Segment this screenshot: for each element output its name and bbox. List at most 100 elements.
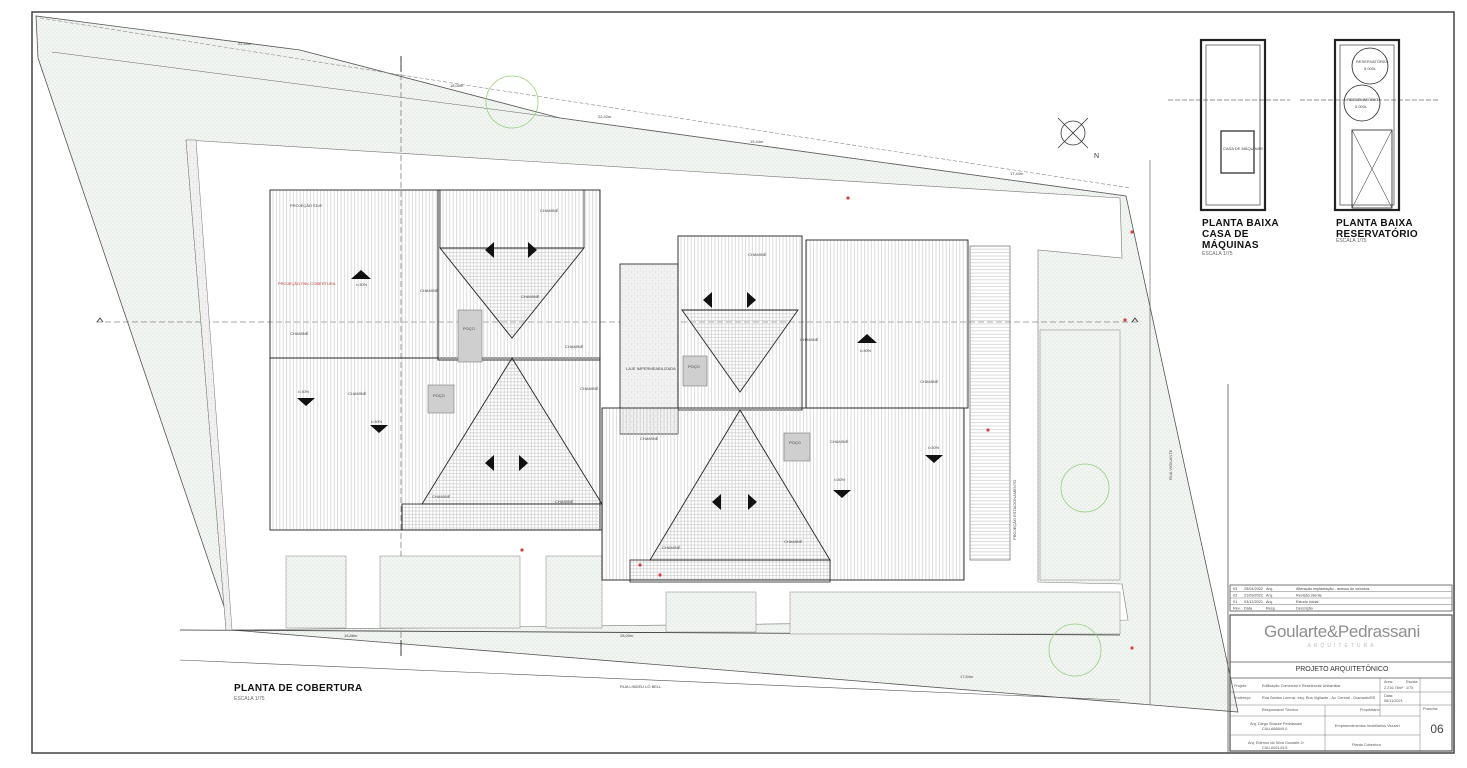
project-type-label: PROJETO ARQUITETÔNICO [1295, 666, 1389, 673]
label-chamine-6: CHAMINÉ [348, 391, 367, 396]
label-chamine-16: CHAMINÉ [784, 539, 803, 544]
date-value: 08/11/2021 [1384, 699, 1403, 703]
dim-top-3: 22,42m [598, 114, 612, 119]
main-drawing-scale: ESCALA 1/75 [234, 696, 265, 702]
address-value: Rua Santos Lorenzi, esq. Rua Vigilante -… [1262, 696, 1376, 700]
revisions-table: 03 25/04/2022 Arq. Alteração implantação… [1233, 587, 1369, 611]
project-label: Projeto: [1234, 684, 1247, 688]
parking-pad-1 [285, 555, 347, 629]
roof-labels: CHAMINÉ CHAMINÉ CHAMINÉ CHAMINÉ CHAMINÉ … [238, 41, 1387, 689]
north-symbol [1057, 117, 1089, 149]
trees [485, 75, 1110, 677]
label-slope-4: i=30% [860, 348, 872, 353]
roof-block-left [269, 189, 603, 531]
property-line-top [39, 17, 1131, 189]
rev-row-0-date: 25/04/2022 [1244, 587, 1263, 591]
title-block-frame [1227, 384, 1453, 753]
label-poco-2: POÇO [433, 393, 445, 398]
label-chamine-9: CHAMINÉ [555, 499, 574, 504]
dim-bottom-2: 28,00m [620, 633, 634, 638]
casa-maquinas-title: PLANTA BAIXA CASA DE MÁQUINAS [1202, 218, 1279, 251]
label-laje: LAJE IMPERMEABILIZADA [626, 366, 676, 371]
label-chamine-8: CHAMINÉ [432, 494, 451, 499]
label-street-bottom: RUA LINDEU LÓ BELL [620, 684, 662, 689]
reservatorio-title: PLANTA BAIXA RESERVATÓRIO [1336, 218, 1418, 240]
sheet-number: 06 [1430, 722, 1444, 736]
label-chamine-14: CHAMINÉ [640, 436, 659, 441]
rev-row-2-date: 03/12/2021 [1244, 600, 1263, 604]
label-street-right: RUA VIGILANTE [1168, 449, 1173, 480]
date-label: Data: [1384, 694, 1393, 698]
rev-row-3-rev: Rev. [1233, 607, 1241, 611]
label-chamine-5: CHAMINÉ [565, 344, 584, 349]
casa-maquinas-plan [1168, 38, 1290, 212]
section-markers [96, 56, 1139, 656]
owner-label: Proprietário [1360, 708, 1380, 712]
label-chamine-1: CHAMINÉ [540, 208, 559, 213]
dim-top-1: 22,40m [238, 41, 252, 46]
title-block-info: Projeto: Edificação Comercial e Residenc… [1234, 680, 1438, 750]
firm-logo-subtitle: ARQUITETURA [1307, 643, 1377, 649]
owner-name: Empreendimentos Imobiliários Vezzari [1335, 724, 1400, 728]
label-chamine-10: CHAMINÉ [748, 252, 767, 257]
label-poco-4: POÇO [789, 440, 801, 445]
dim-bottom-1: 18,88m [344, 633, 358, 638]
prancha-label: Prancha: [1423, 707, 1438, 711]
reservatorio-title-line-2: RESERVATÓRIO [1336, 229, 1418, 240]
casa-maquinas-title-line-2: CASA DE [1202, 229, 1249, 240]
rev-row-1-by: Arq. [1266, 594, 1273, 598]
label-slope-3: i=30% [371, 419, 383, 424]
rev-row-3-desc: Descrição [1296, 607, 1313, 611]
label-chamine-7: CHAMINÉ [580, 386, 599, 391]
casa-maquinas-scale: ESCALA 1/75 [1202, 251, 1233, 257]
label-chamine-3: CHAMINÉ [420, 288, 439, 293]
cau-1: CAU A86849-0 [1262, 727, 1287, 731]
label-casa-maquinas: CASA DE MÁQUINAS [1223, 146, 1263, 151]
label-chamine-12: CHAMINÉ [920, 379, 939, 384]
label-reservatorio-2: RESERVATÓRIO [1347, 97, 1378, 102]
right-garden [1039, 329, 1121, 581]
poco-box-4 [783, 432, 811, 462]
label-poco-3: POÇO [688, 364, 700, 369]
area-value: 2.216,78m² [1384, 686, 1404, 690]
parking-pad-2 [379, 555, 521, 629]
label-chamine-11: CHAMINÉ [800, 337, 819, 342]
rev-row-0-desc: Alteração implantação - acesso de veícul… [1296, 587, 1369, 591]
reservatorio-plan [1300, 38, 1440, 212]
casa-maquinas-title-line-1: PLANTA BAIXA [1202, 218, 1279, 229]
sheet-border [31, 11, 1455, 754]
label-projecao-edif: PROJEÇÃO EDIF. [290, 203, 323, 208]
rev-row-1-desc: Revisão cliente [1296, 594, 1322, 598]
parking-pad-4 [665, 591, 757, 633]
poco-box-2 [427, 384, 455, 414]
parking-pad-3 [545, 555, 603, 629]
poco-box-3 [682, 355, 708, 387]
label-reservatorio-1: RESERVATÓRIO [1356, 59, 1387, 64]
level-marks [520, 196, 1134, 650]
responsible-label: Responsável Técnico [1262, 708, 1298, 712]
rev-row-1-rev: 02 [1233, 594, 1237, 598]
property-line-top-2 [51, 51, 1127, 197]
street-line-bottom-2 [179, 659, 1121, 701]
label-slope-2: i=30% [298, 389, 310, 394]
label-reservatorio-vol-2: 5.000L [1355, 104, 1368, 109]
firm-logo: Goularte&Pedrassani ARQUITETURA [1232, 622, 1452, 649]
label-slope-5: i=30% [928, 445, 940, 450]
architect-1: Arq. Diego Stracke Pedrassani [1250, 722, 1302, 726]
rev-row-1-date: 21/03/2022 [1244, 594, 1263, 598]
dim-top-2: 18,00m [450, 83, 464, 88]
rev-row-2-rev: 01 [1233, 600, 1237, 604]
label-poco-1: POÇO [463, 326, 475, 331]
rev-row-3-date: Data [1244, 607, 1253, 611]
architect-2: Arq. Edemur da Silva Goularte Jr. [1248, 741, 1305, 745]
sheet-name: Planta Cobertura [1352, 743, 1382, 747]
parking-pad-5 [789, 591, 1121, 635]
address-label: Endereço: [1234, 696, 1251, 700]
rev-row-2-desc: Estudo inicial [1296, 600, 1319, 604]
dim-bottom-3: 17,54m [960, 674, 974, 679]
dim-top-5: 17,44m [1010, 171, 1024, 176]
rev-row-3-by: Resp. [1266, 607, 1276, 611]
project-value: Edificação Comercial e Residencial Unifa… [1262, 684, 1341, 688]
label-projecao-pav: PROJEÇÃO PAV. COBERTURA [278, 281, 336, 286]
